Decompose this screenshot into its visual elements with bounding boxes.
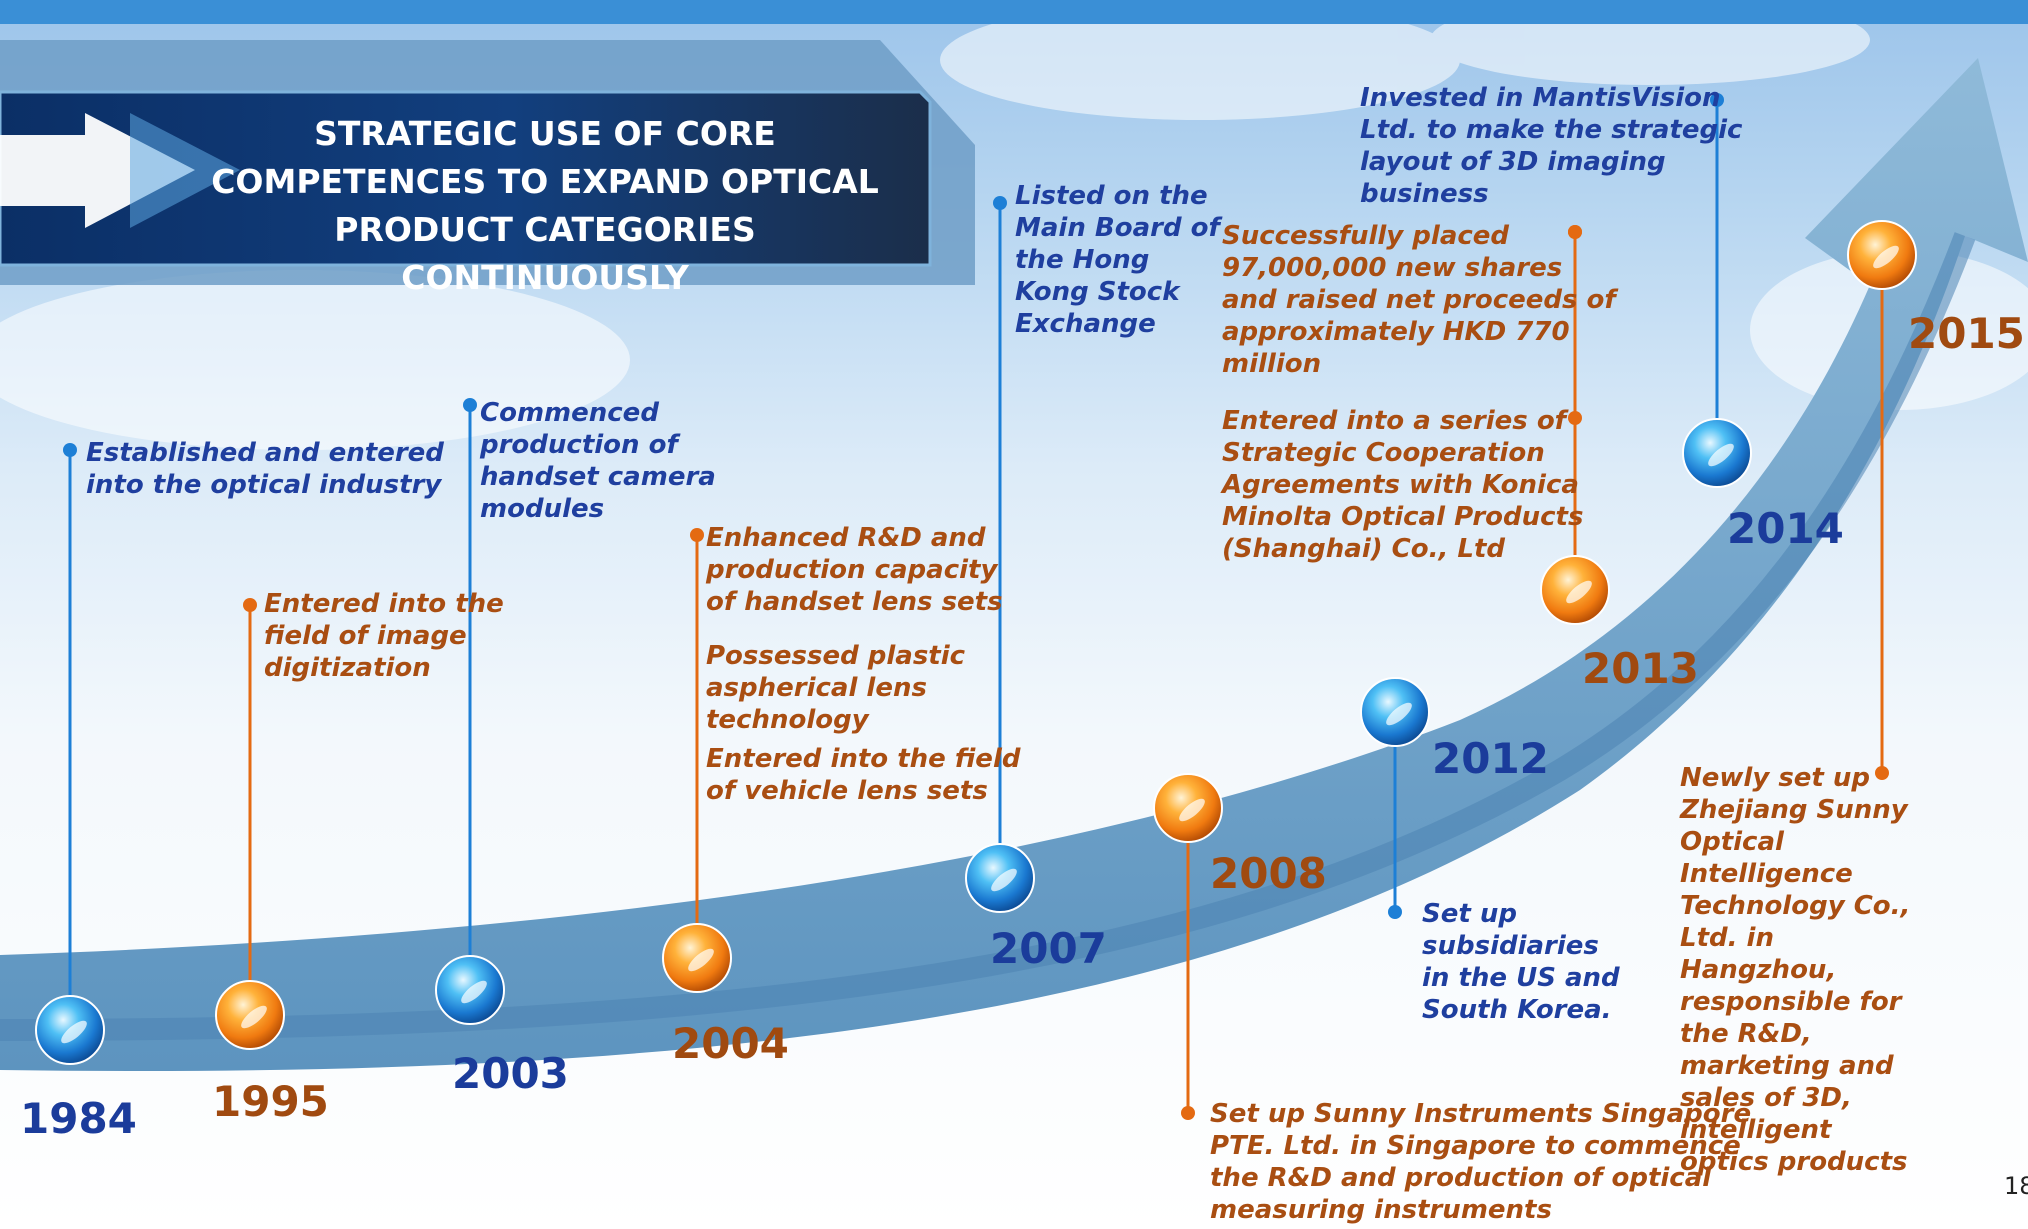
connector-dot	[1181, 1106, 1195, 1120]
orb-highlight	[461, 980, 487, 1004]
connector-dot	[1710, 93, 1724, 107]
page-title: STRATEGIC USE OF CORE COMPETENCES TO EXP…	[211, 114, 879, 297]
milestone-event: Invested in MantisVision Ltd. to make th…	[1360, 83, 1743, 209]
milestone-event: Entered into the field of image digitiza…	[264, 589, 504, 683]
connector-lines	[63, 93, 1889, 1120]
orb-highlight	[1566, 580, 1592, 604]
orb-highlight	[1708, 443, 1734, 467]
connector-dot	[463, 398, 477, 412]
orb-highlight	[1179, 798, 1205, 822]
orb-highlight	[241, 1005, 267, 1029]
year-label-2012: 2012	[1432, 734, 1549, 783]
milestone-event: Possessed plastic aspherical lens techno…	[706, 641, 966, 735]
connector-dot	[690, 528, 704, 542]
milestone-event: Listed on the Main Board of the Hong Kon…	[1015, 181, 1220, 339]
milestone-event: Successfully placed 97,000,000 new share…	[1222, 221, 1616, 379]
milestone-event: Set up Sunny Instruments Singapore PTE. …	[1210, 1099, 1752, 1225]
year-label-2014: 2014	[1727, 504, 1844, 553]
milestone-event: Commenced production of handset camera m…	[480, 398, 716, 524]
top-band	[0, 0, 2028, 24]
orb-highlight	[991, 868, 1017, 892]
title-banner	[0, 40, 975, 285]
connector-dot	[243, 598, 257, 612]
milestone-event: Enhanced R&D and production capacity of …	[706, 523, 1003, 617]
arrow-shadow-band	[0, 232, 1976, 1041]
milestone-event: Established and entered into the optical…	[86, 438, 444, 500]
milestone-event: Entered into a series of Strategic Coope…	[1222, 406, 1584, 564]
year-label-2015: 2015	[1908, 309, 2025, 358]
orb-highlight	[1873, 245, 1899, 269]
connector-dot	[63, 443, 77, 457]
year-label-1995: 1995	[212, 1077, 329, 1126]
year-label-2004: 2004	[672, 1019, 789, 1068]
connector-dot	[1388, 905, 1402, 919]
connector-dot	[1875, 766, 1889, 780]
year-label-1984: 1984	[20, 1094, 137, 1143]
year-label-2013: 2013	[1582, 644, 1699, 693]
milestone-event: Set up subsidiaries in the US and South …	[1422, 899, 1620, 1025]
year-label-2003: 2003	[452, 1049, 569, 1098]
orb-highlight	[1386, 702, 1412, 726]
year-label-2008: 2008	[1210, 849, 1327, 898]
connector-dot	[993, 196, 1007, 210]
orb-highlight	[688, 948, 714, 972]
milestone-event: Entered into the field of vehicle lens s…	[706, 744, 1021, 806]
orb-highlight	[61, 1020, 87, 1044]
connector-dot	[1568, 411, 1582, 425]
arrow-icon	[0, 113, 195, 228]
growth-arrow	[0, 58, 2028, 1072]
connector-dot	[1568, 225, 1582, 239]
year-label-2007: 2007	[990, 924, 1107, 973]
page-number: 18	[2004, 1172, 2028, 1200]
milestone-orbs	[35, 220, 1917, 1065]
milestone-event: Newly set up Zhejiang Sunny Optical Inte…	[1680, 763, 1911, 1177]
